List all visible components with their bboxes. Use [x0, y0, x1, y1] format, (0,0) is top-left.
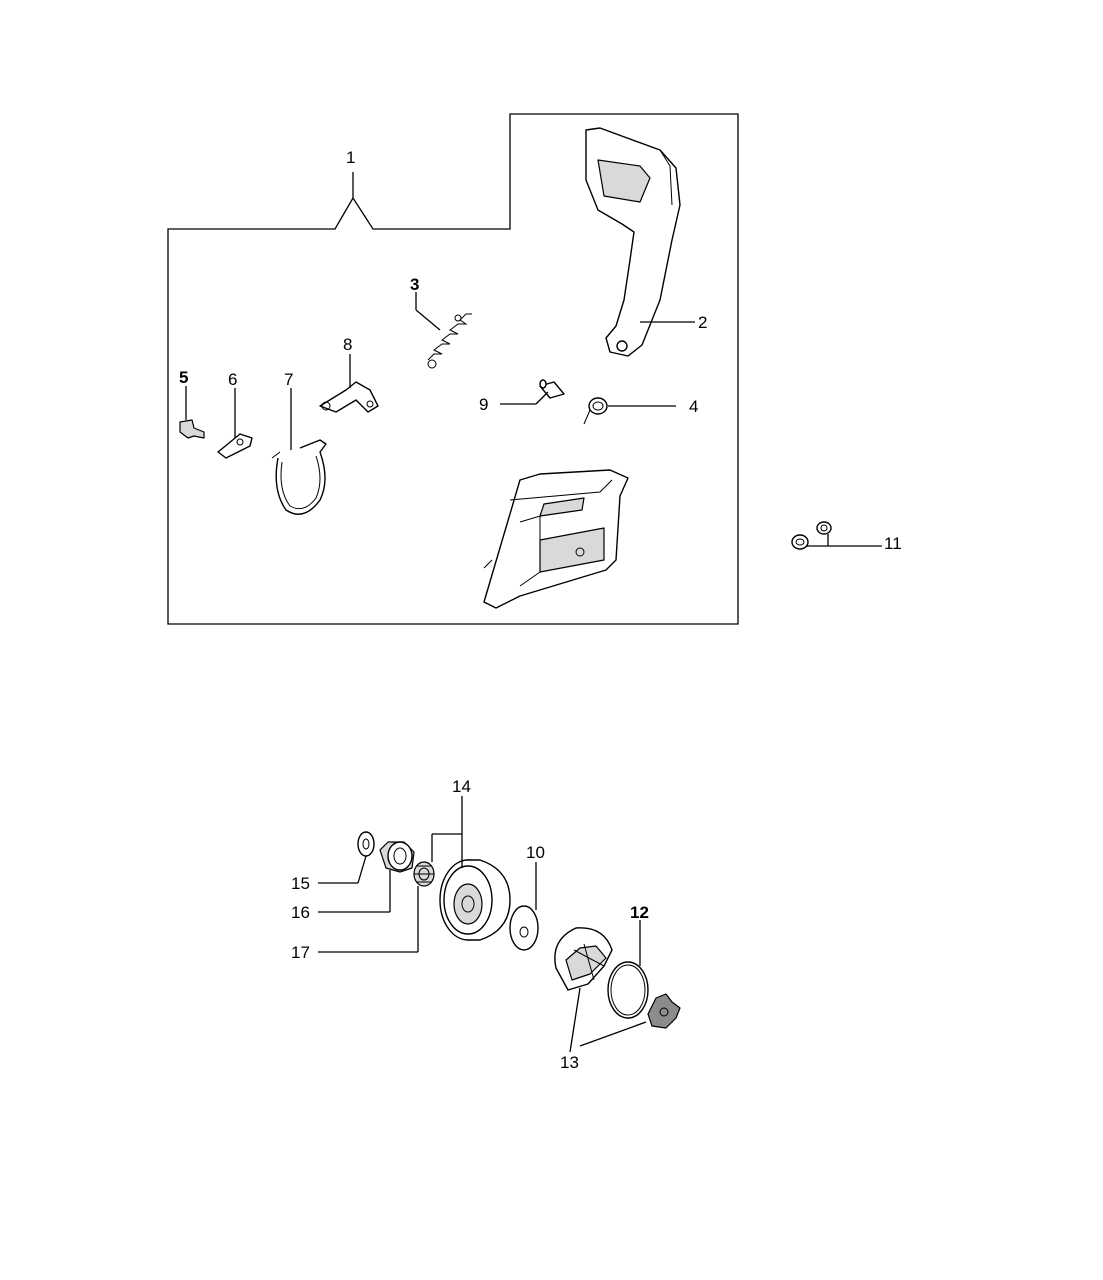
screw-part [179, 419, 205, 439]
clutch-drum-part [439, 859, 511, 941]
callout-7-label: 7 [284, 370, 293, 389]
clutch-shoes-part [554, 927, 613, 991]
callout-14-label: 14 [452, 777, 471, 796]
callout-5-label: 5 [179, 368, 188, 387]
callout-16-label: 16 [291, 903, 310, 922]
spring-ring-part [607, 961, 649, 1019]
torsion-spring-part [583, 397, 608, 425]
callout-9-label: 9 [479, 395, 488, 414]
callout-2-label: 2 [698, 313, 707, 332]
callout-13-leader [569, 987, 581, 1053]
nut-part-b [816, 521, 832, 535]
callout-15-label: 15 [291, 874, 310, 893]
nut-part-a [791, 534, 809, 550]
callout-15-leader-b [357, 855, 367, 884]
lever-part [319, 381, 379, 413]
callout-3-leader-b [415, 309, 441, 331]
callout-9-leader-b [535, 391, 549, 405]
bushing-part [379, 841, 415, 873]
callout-6-label: 6 [228, 370, 237, 389]
brake-band-part [271, 439, 327, 515]
spring-part [427, 313, 472, 369]
brake-handle-part [585, 127, 681, 357]
callout-4-label: 4 [689, 397, 698, 416]
callout-11-label: 11 [884, 534, 902, 553]
callout-13-label: 13 [560, 1053, 579, 1072]
washer-part [357, 831, 375, 857]
assembly-group-outline [167, 113, 739, 625]
callout-3-label: 3 [410, 275, 419, 294]
bracket-part [217, 433, 253, 459]
callout-1-label: 1 [346, 148, 355, 167]
callout-13-leader-b [579, 1021, 647, 1047]
callout-12-label: 12 [630, 903, 649, 922]
needle-bearing-part [413, 861, 435, 887]
callout-17-label: 17 [291, 943, 310, 962]
clutch-hub-part [647, 993, 681, 1029]
callout-8-label: 8 [343, 335, 352, 354]
side-cover-part [483, 469, 629, 609]
plate-washer-part [509, 905, 539, 951]
pin-part [539, 379, 565, 399]
callout-10-label: 10 [526, 843, 545, 862]
